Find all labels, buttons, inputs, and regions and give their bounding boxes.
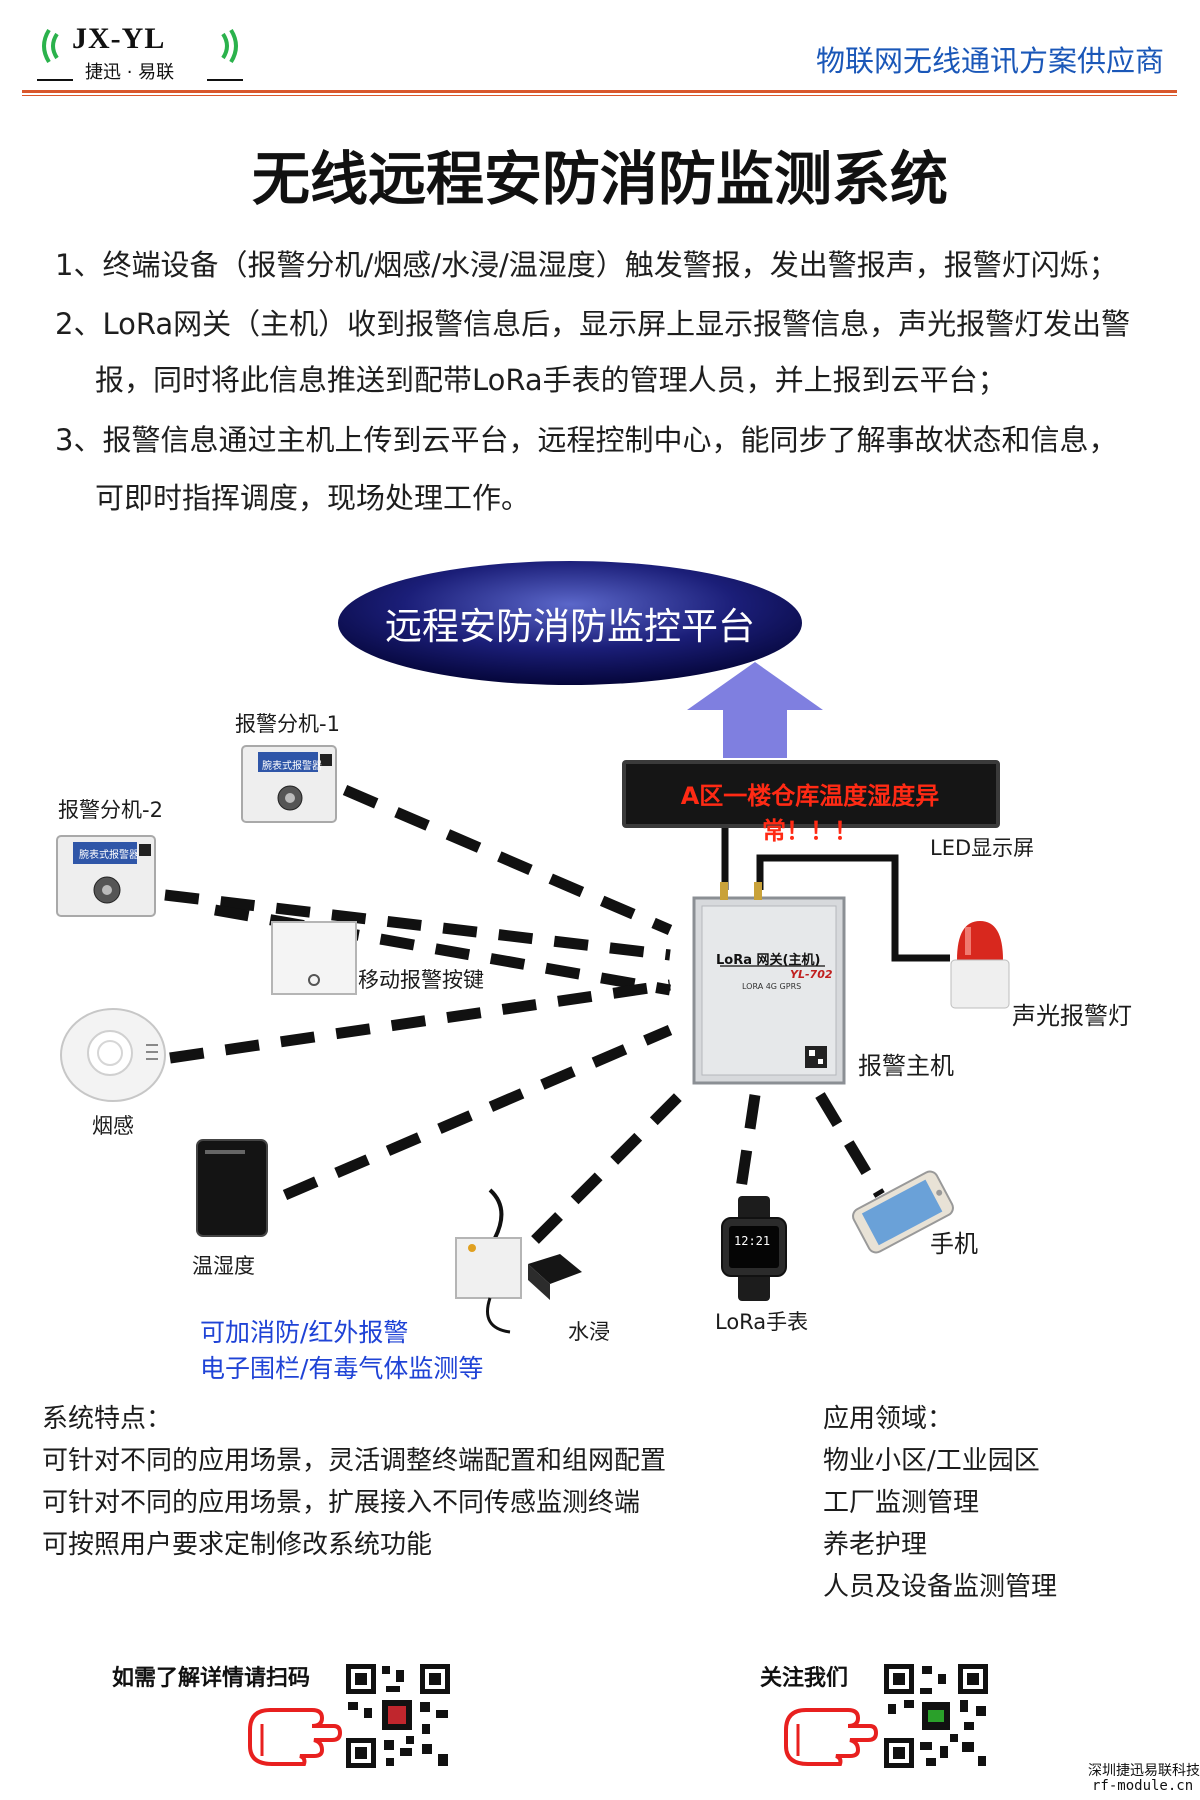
extra-capability-1: 可加消防/红外报警 bbox=[200, 1318, 409, 1347]
mobile-alarm-button-device bbox=[271, 921, 357, 995]
application-item-4: 人员及设备监测管理 bbox=[823, 1572, 1058, 1602]
qr-code-follow[interactable] bbox=[880, 1660, 992, 1772]
extra-capability-2: 电子围栏/有毒气体监测等 bbox=[200, 1354, 484, 1383]
smoke-detector-label: 烟感 bbox=[92, 1114, 134, 1138]
pointing-hand-icon-2 bbox=[784, 1708, 878, 1766]
follow-us-label: 关注我们 bbox=[760, 1666, 849, 1691]
led-display bbox=[622, 760, 1000, 828]
smoke-detector-icon bbox=[60, 1008, 166, 1102]
gateway-device bbox=[692, 882, 846, 1085]
mobile-phone-label: 手机 bbox=[930, 1230, 978, 1258]
link-smoke bbox=[169, 979, 671, 1064]
header-divider bbox=[22, 90, 1177, 93]
company-tagline: 物联网无线通讯方案供应商 bbox=[815, 44, 1164, 78]
alarm-unit-1-device bbox=[241, 745, 337, 823]
company-name: 深圳捷迅易联科技 bbox=[1088, 1763, 1200, 1779]
intro-line-2a: 2、LoRa网关（主机）收到报警信息后，显示屏上显示报警信息，声光报警灯发出警 bbox=[55, 307, 1131, 341]
company-website: rf-module.cn bbox=[1092, 1778, 1194, 1794]
intro-line-2b: 报，同时将此信息推送到配带LoRa手表的管理人员，并上报到云平台； bbox=[95, 363, 1007, 397]
feature-item-2: 可针对不同的应用场景，扩展接入不同传感监测终端 bbox=[42, 1488, 641, 1518]
platform-label: 远程安防消防监控平台 bbox=[385, 605, 755, 648]
cloud-platform-ellipse bbox=[338, 561, 802, 685]
water-sensor-label: 水浸 bbox=[568, 1320, 610, 1344]
link-alarm2 bbox=[164, 889, 671, 961]
water-sensor-icon bbox=[455, 1188, 582, 1334]
mobile-phone-icon bbox=[852, 1170, 954, 1254]
link-watch bbox=[734, 1094, 761, 1196]
lora-watch-icon bbox=[721, 1196, 787, 1301]
gateway-subtitle: LORA 4G GPRS bbox=[742, 982, 802, 991]
link-temp-humidity bbox=[282, 1024, 673, 1201]
led-message: A区一楼仓库温度湿度异常！！！ bbox=[680, 782, 940, 845]
upload-arrow-icon bbox=[687, 662, 823, 758]
link-water bbox=[531, 1081, 694, 1244]
application-item-3: 养老护理 bbox=[823, 1530, 928, 1560]
feature-item-1: 可针对不同的应用场景，灵活调整终端配置和组网配置 bbox=[42, 1446, 667, 1476]
gateway-model: YL-702 bbox=[790, 968, 833, 981]
scan-prompt: 如需了解详情请扫码 bbox=[112, 1666, 311, 1691]
led-label: LED显示屏 bbox=[930, 836, 1035, 860]
alarm-unit-2-text: 腕表式报警器 bbox=[79, 850, 139, 861]
link-phone bbox=[815, 1092, 885, 1198]
watch-time: 12:21 bbox=[734, 1234, 771, 1248]
feature-item-3: 可按照用户要求定制修改系统功能 bbox=[42, 1530, 433, 1560]
lora-watch-label: LoRa手表 bbox=[715, 1310, 809, 1334]
alarm-light-icon bbox=[950, 921, 1010, 1009]
page-title: 无线远程安防消防监测系统 bbox=[251, 145, 948, 213]
temp-humidity-sensor-icon bbox=[196, 1139, 268, 1237]
alarm-unit-2-device bbox=[56, 835, 156, 917]
intro-line-3a: 3、报警信息通过主机上传到云平台，远程控制中心，能同步了解事故状态和信息， bbox=[55, 423, 1118, 457]
pointing-hand-icon bbox=[248, 1708, 342, 1766]
logo-subtitle: 捷迅 · 易联 bbox=[85, 62, 175, 83]
alarm-unit-1-text: 腕表式报警器 bbox=[262, 761, 322, 772]
link-alarm1 bbox=[342, 784, 673, 936]
application-item-2: 工厂监测管理 bbox=[823, 1488, 980, 1518]
alarm-unit-2-label: 报警分机-2 bbox=[58, 798, 163, 822]
features-heading: 系统特点： bbox=[42, 1404, 173, 1434]
cable-alarm-light bbox=[756, 854, 950, 962]
header-divider-thin bbox=[22, 95, 1177, 96]
gateway-title: LoRa 网关(主机) bbox=[716, 953, 821, 968]
gateway-label: 报警主机 bbox=[858, 1052, 954, 1080]
intro-line-1: 1、终端设备（报警分机/烟感/水浸/温湿度）触发警报，发出警报声，报警灯闪烁； bbox=[55, 248, 1118, 282]
alarm-unit-1-label: 报警分机-1 bbox=[235, 712, 340, 736]
qr-code-info[interactable] bbox=[342, 1660, 454, 1772]
mobile-alarm-button-label: 移动报警按键 bbox=[358, 968, 484, 992]
logo-signal-icon bbox=[37, 28, 243, 81]
alarm-light-label: 声光报警灯 bbox=[1012, 1002, 1132, 1030]
logo-text: JX-YL bbox=[72, 22, 166, 55]
applications-heading: 应用领域： bbox=[823, 1404, 954, 1434]
temp-humidity-label: 温湿度 bbox=[192, 1254, 255, 1278]
application-item-1: 物业小区/工业园区 bbox=[823, 1446, 1040, 1476]
intro-line-3b: 可即时指挥调度，现场处理工作。 bbox=[95, 481, 531, 515]
